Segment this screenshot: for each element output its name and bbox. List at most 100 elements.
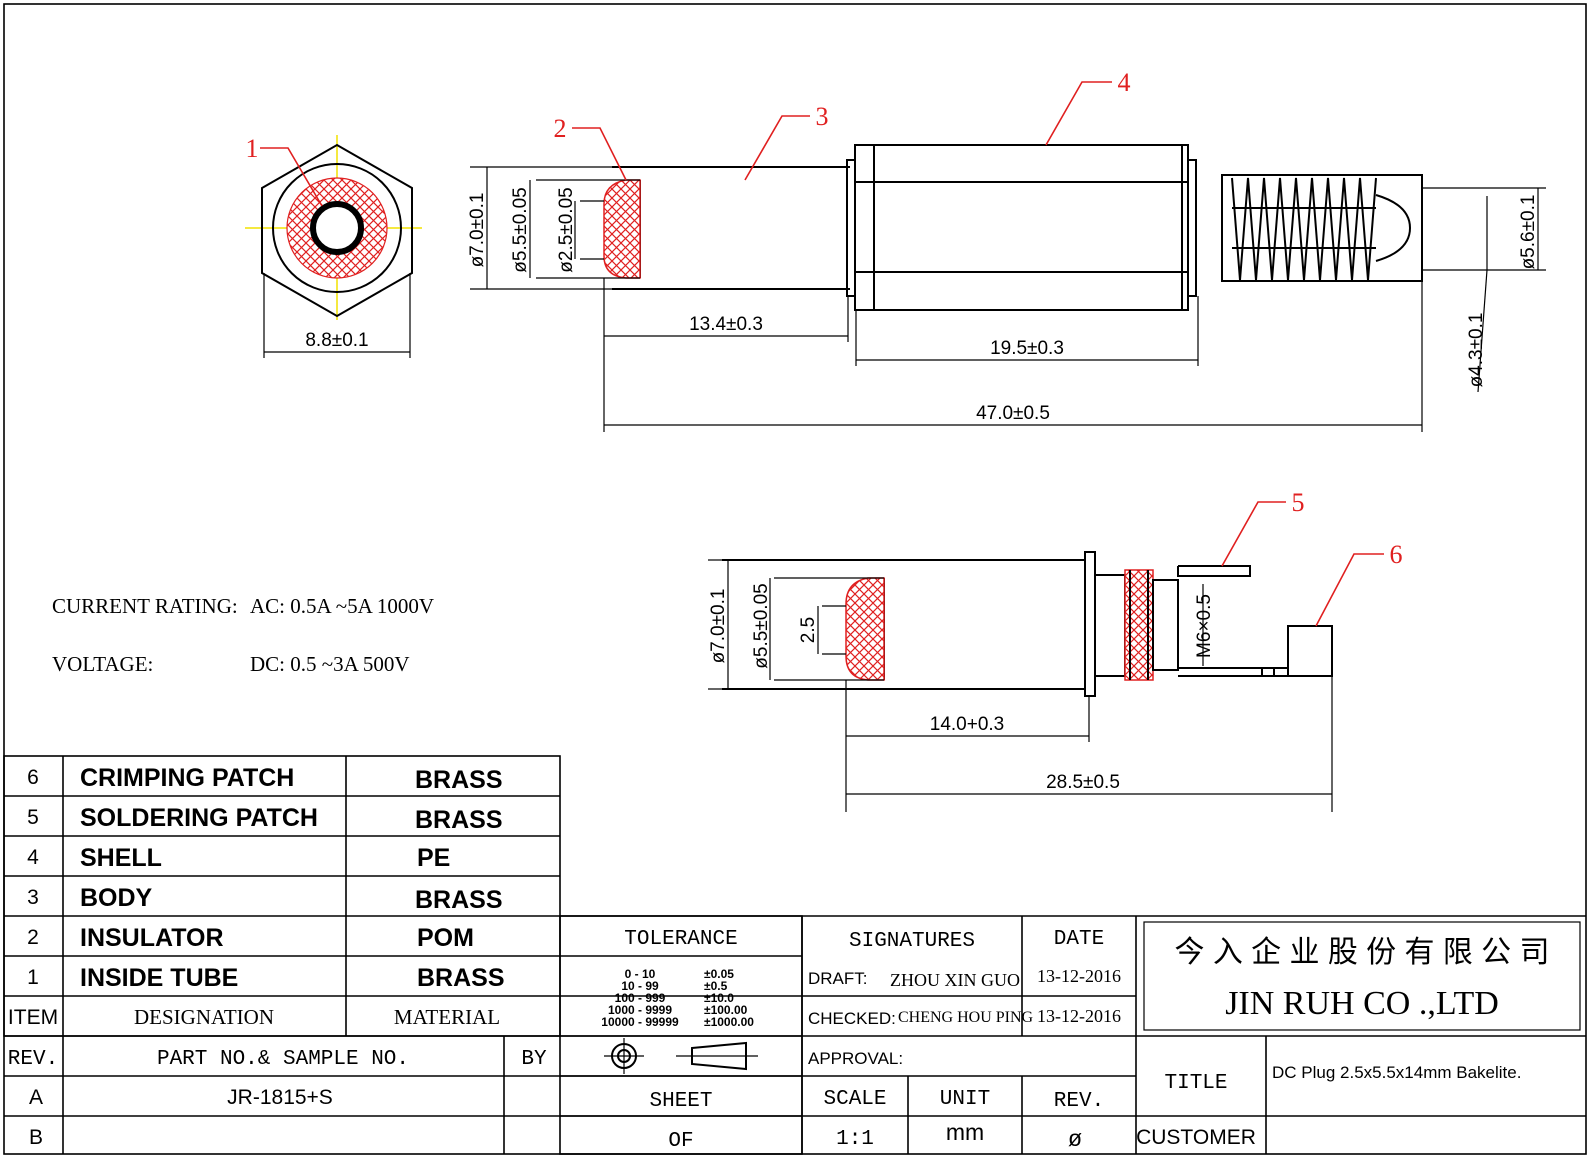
callout-5: 5 (1292, 488, 1305, 517)
dim-outer-dia: ø7.0±0.1 (467, 193, 488, 268)
tolerance-value-3: ±10.0 (704, 991, 734, 1005)
dim-hex-width: 8.8±0.1 (305, 330, 368, 351)
tolerance-value-5: ±1000.00 (704, 1015, 754, 1029)
dim-pin-dia: ø2.5±0.05 (556, 187, 577, 272)
dim-total-length: 47.0±0.5 (976, 403, 1050, 424)
revision-table: REV. PART NO.& SAMPLE NO. BY A JR-1815+S… (4, 1035, 1586, 1154)
bom-designation-1: INSIDE TUBE (80, 964, 238, 992)
bom-item-5: 5 (27, 806, 39, 829)
callout-2: 2 (554, 114, 567, 143)
bom-designation-5: SOLDERING PATCH (80, 804, 318, 832)
dim-inner-dia: ø5.5±0.05 (510, 187, 531, 272)
scale-value: 1:1 (836, 1128, 874, 1151)
bom-designation-4: SHELL (80, 844, 162, 872)
draft-label: DRAFT: (808, 969, 868, 988)
dim-plug-length-2: 14.0+0.3 (930, 714, 1005, 735)
tolerance-range-2: 10 - 99 (621, 979, 659, 993)
current-rating-value: AC: 0.5A ~5A 1000V (250, 594, 434, 618)
bom-material-2: POM (417, 924, 474, 952)
insulator-hatch-side (603, 179, 641, 279)
bom-designation-6: CRIMPING PATCH (80, 764, 294, 792)
dim-cable-inner-dia: ø4.3±0.1 (1466, 313, 1487, 388)
unit-label: UNIT (940, 1088, 990, 1111)
sheet-border (3, 3, 1587, 1155)
insulator-hatch-section (845, 577, 885, 681)
shell-outline (854, 144, 1189, 311)
company-name-en: JIN RUH CO .,LTD (1225, 985, 1499, 1022)
tolerance-block: TOLERANCE 0 - 10 10 - 99 100 - 999 1000 … (559, 915, 803, 1155)
rev-value: ø (1068, 1125, 1082, 1151)
current-rating-label: CURRENT RATING: (52, 594, 238, 618)
dim-outer-dia-2: ø7.0±0.1 (708, 589, 729, 664)
customer-label: CUSTOMER (1136, 1126, 1256, 1149)
dim-pin-2: 2.5 (798, 617, 819, 643)
draft-date: 13-12-2016 (1037, 966, 1121, 986)
date-title: DATE (1054, 928, 1104, 951)
bom-item-1: 1 (27, 966, 39, 989)
of-label: OF (668, 1130, 693, 1153)
company-block: 今 入 企 业 股 份 有 限 公 司 JIN RUH CO .,LTD TIT… (1136, 921, 1586, 1154)
unit-value: mm (946, 1119, 984, 1145)
dim-plug-length: 13.4±0.3 (689, 314, 763, 335)
callouts: 1 2 3 4 5 6 (246, 68, 1403, 627)
part-no-a: JR-1815+S (227, 1086, 333, 1109)
callout-1: 1 (246, 134, 259, 163)
tolerance-value-4: ±100.00 (704, 1003, 748, 1017)
approval-label: APPROVAL: (808, 1049, 903, 1068)
bom-material-4: PE (417, 844, 450, 872)
side-view: ø7.0±0.1 ø5.5±0.05 ø2.5±0.05 13.4±0.3 19… (467, 144, 1546, 432)
company-name-cn: 今 入 企 业 股 份 有 限 公 司 (1174, 936, 1549, 969)
callout-3: 3 (816, 102, 829, 131)
dim-cable-dia: ø5.6±0.1 (1518, 195, 1539, 270)
dim-inner-dia-2: ø5.5±0.05 (751, 583, 772, 668)
dim-total-length-2: 28.5±0.5 (1046, 772, 1120, 793)
signatures-block: SIGNATURES DATE DRAFT: ZHOU XIN GUO 13-1… (801, 916, 1137, 1154)
bom-header-designation: DESIGNATION (134, 1005, 274, 1029)
title-label: TITLE (1164, 1072, 1227, 1095)
tolerance-range-1: 0 - 10 (625, 967, 656, 981)
bom-item-6: 6 (27, 766, 39, 789)
bom-designation-3: BODY (80, 884, 153, 912)
bom-item-3: 3 (27, 886, 39, 909)
projection-symbol-icon (604, 1038, 758, 1074)
sheet-label: SHEET (649, 1090, 712, 1113)
crimping-patch (1287, 625, 1333, 677)
checked-date: 13-12-2016 (1037, 1006, 1121, 1026)
end-view: 8.8±0.1 (245, 135, 422, 358)
checked-name: CHENG HOU PING (898, 1009, 1034, 1026)
tolerance-title: TOLERANCE (624, 928, 737, 951)
scale-label: SCALE (823, 1088, 886, 1111)
strain-relief (1221, 174, 1423, 282)
inside-tube-ring (310, 201, 364, 255)
tolerance-value-2: ±0.5 (704, 979, 728, 993)
bom-material-1: BRASS (417, 964, 505, 992)
voltage-label: VOLTAGE: (52, 652, 153, 676)
draft-name: ZHOU XIN GUO (890, 970, 1020, 990)
rev-header-rev: REV. (8, 1048, 58, 1071)
rev-b: B (29, 1126, 43, 1149)
bom-material-5: BRASS (415, 806, 503, 834)
title-value: DC Plug 2.5x5.5x14mm Bakelite. (1272, 1063, 1521, 1082)
signatures-title: SIGNATURES (849, 930, 975, 953)
callout-4: 4 (1118, 68, 1131, 97)
bom-material-3: BRASS (415, 886, 503, 914)
callout-6: 6 (1390, 540, 1403, 569)
tolerance-range-5: 10000 - 99999 (601, 1015, 679, 1029)
bom-header-item: ITEM (8, 1006, 58, 1029)
bom-item-4: 4 (27, 846, 39, 869)
rev-label: REV. (1054, 1090, 1104, 1113)
dim-shell-length: 19.5±0.3 (990, 338, 1064, 359)
bom-designation-2: INSULATOR (80, 924, 224, 952)
rev-a: A (29, 1086, 43, 1109)
rev-header-part: PART NO.& SAMPLE NO. (157, 1048, 409, 1071)
dim-thread: M6×0.5 (1194, 594, 1215, 658)
tolerance-range-4: 1000 - 9999 (608, 1003, 672, 1017)
section-view: ø7.0±0.1 ø5.5±0.05 2.5 M6×0.5 14.0+0.3 2… (708, 551, 1333, 812)
rev-header-by: BY (521, 1048, 547, 1071)
ratings: CURRENT RATING: AC: 0.5A ~5A 1000V VOLTA… (52, 594, 434, 676)
bom-material-6: BRASS (415, 766, 503, 794)
checked-label: CHECKED: (808, 1009, 896, 1028)
bom-header-material: MATERIAL (394, 1005, 500, 1029)
bom-item-2: 2 (27, 926, 39, 949)
